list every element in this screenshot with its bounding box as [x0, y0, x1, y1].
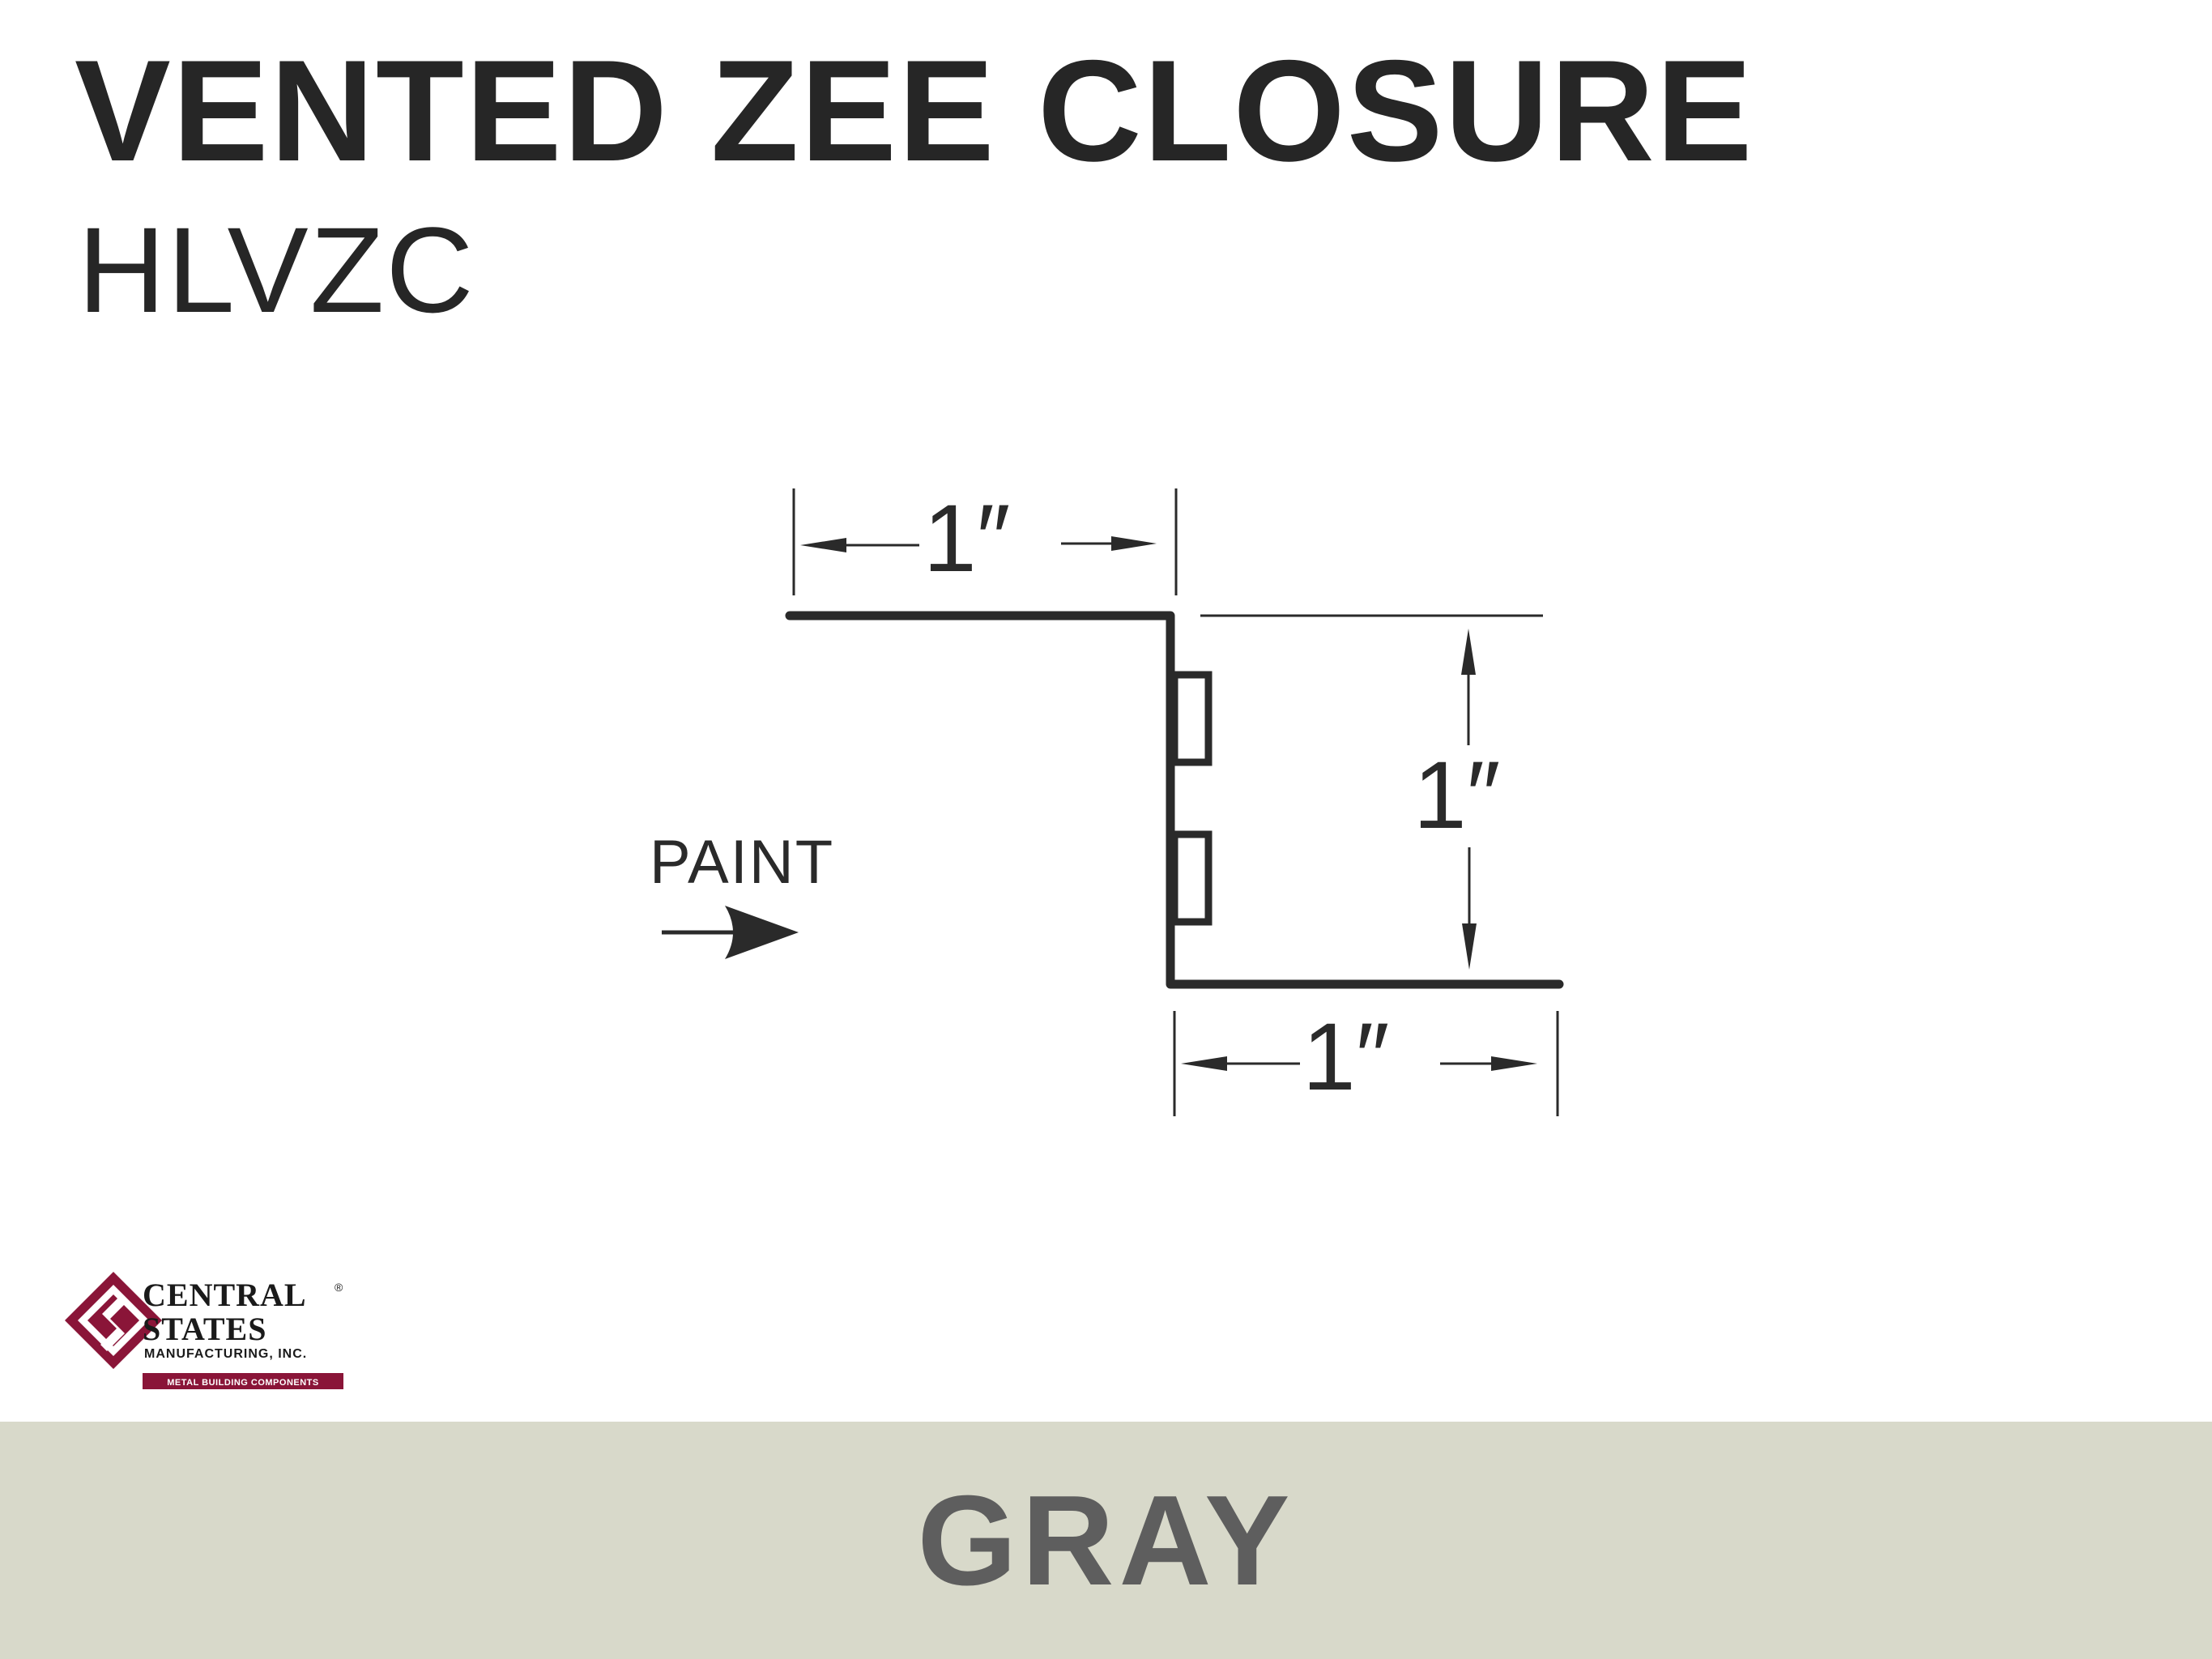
- dimension-label-right: 1″: [1413, 742, 1500, 849]
- arrow-top-right: [1111, 536, 1157, 551]
- product-title: VENTED ZEE CLOSURE: [75, 30, 1754, 191]
- vent-louver-lower: [1170, 830, 1213, 926]
- logo-line1: CENTRAL: [143, 1277, 307, 1313]
- arrow-bottom-left: [1181, 1056, 1227, 1071]
- logo-tagline-bar: [143, 1373, 343, 1389]
- logo-tagline: METAL BUILDING COMPONENTS: [167, 1378, 318, 1388]
- logo-registered: ®: [335, 1281, 343, 1294]
- part-number: HLVZC: [78, 202, 475, 338]
- dimension-top: 1″: [792, 485, 1178, 595]
- arrow-bottom-right: [1491, 1056, 1537, 1071]
- arrow-top-left: [800, 538, 846, 552]
- paint-arrow-head: [725, 906, 799, 959]
- central-states-logo: CENTRAL ® STATES MANUFACTURING, INC. MET…: [65, 1272, 343, 1389]
- vent-louver-upper: [1170, 671, 1213, 766]
- dimension-right: 1″: [1200, 614, 1543, 970]
- dimension-bottom: 1″: [1173, 1004, 1559, 1116]
- paint-label: PAINT: [650, 828, 834, 897]
- logo-line3: MANUFACTURING, INC.: [144, 1347, 307, 1361]
- color-footer-bar: GRAY: [0, 1422, 2212, 1659]
- logo-line2: STATES: [143, 1311, 266, 1347]
- color-name: GRAY: [917, 1469, 1295, 1612]
- logo-emblem: [65, 1272, 162, 1369]
- arrow-right-down: [1462, 923, 1477, 970]
- arrow-right-up: [1461, 629, 1476, 675]
- dimension-label-top: 1″: [923, 485, 1010, 592]
- dimension-label-bottom: 1″: [1302, 1004, 1389, 1111]
- paint-indicator: PAINT: [650, 828, 834, 959]
- zee-profile-line: [785, 611, 1564, 989]
